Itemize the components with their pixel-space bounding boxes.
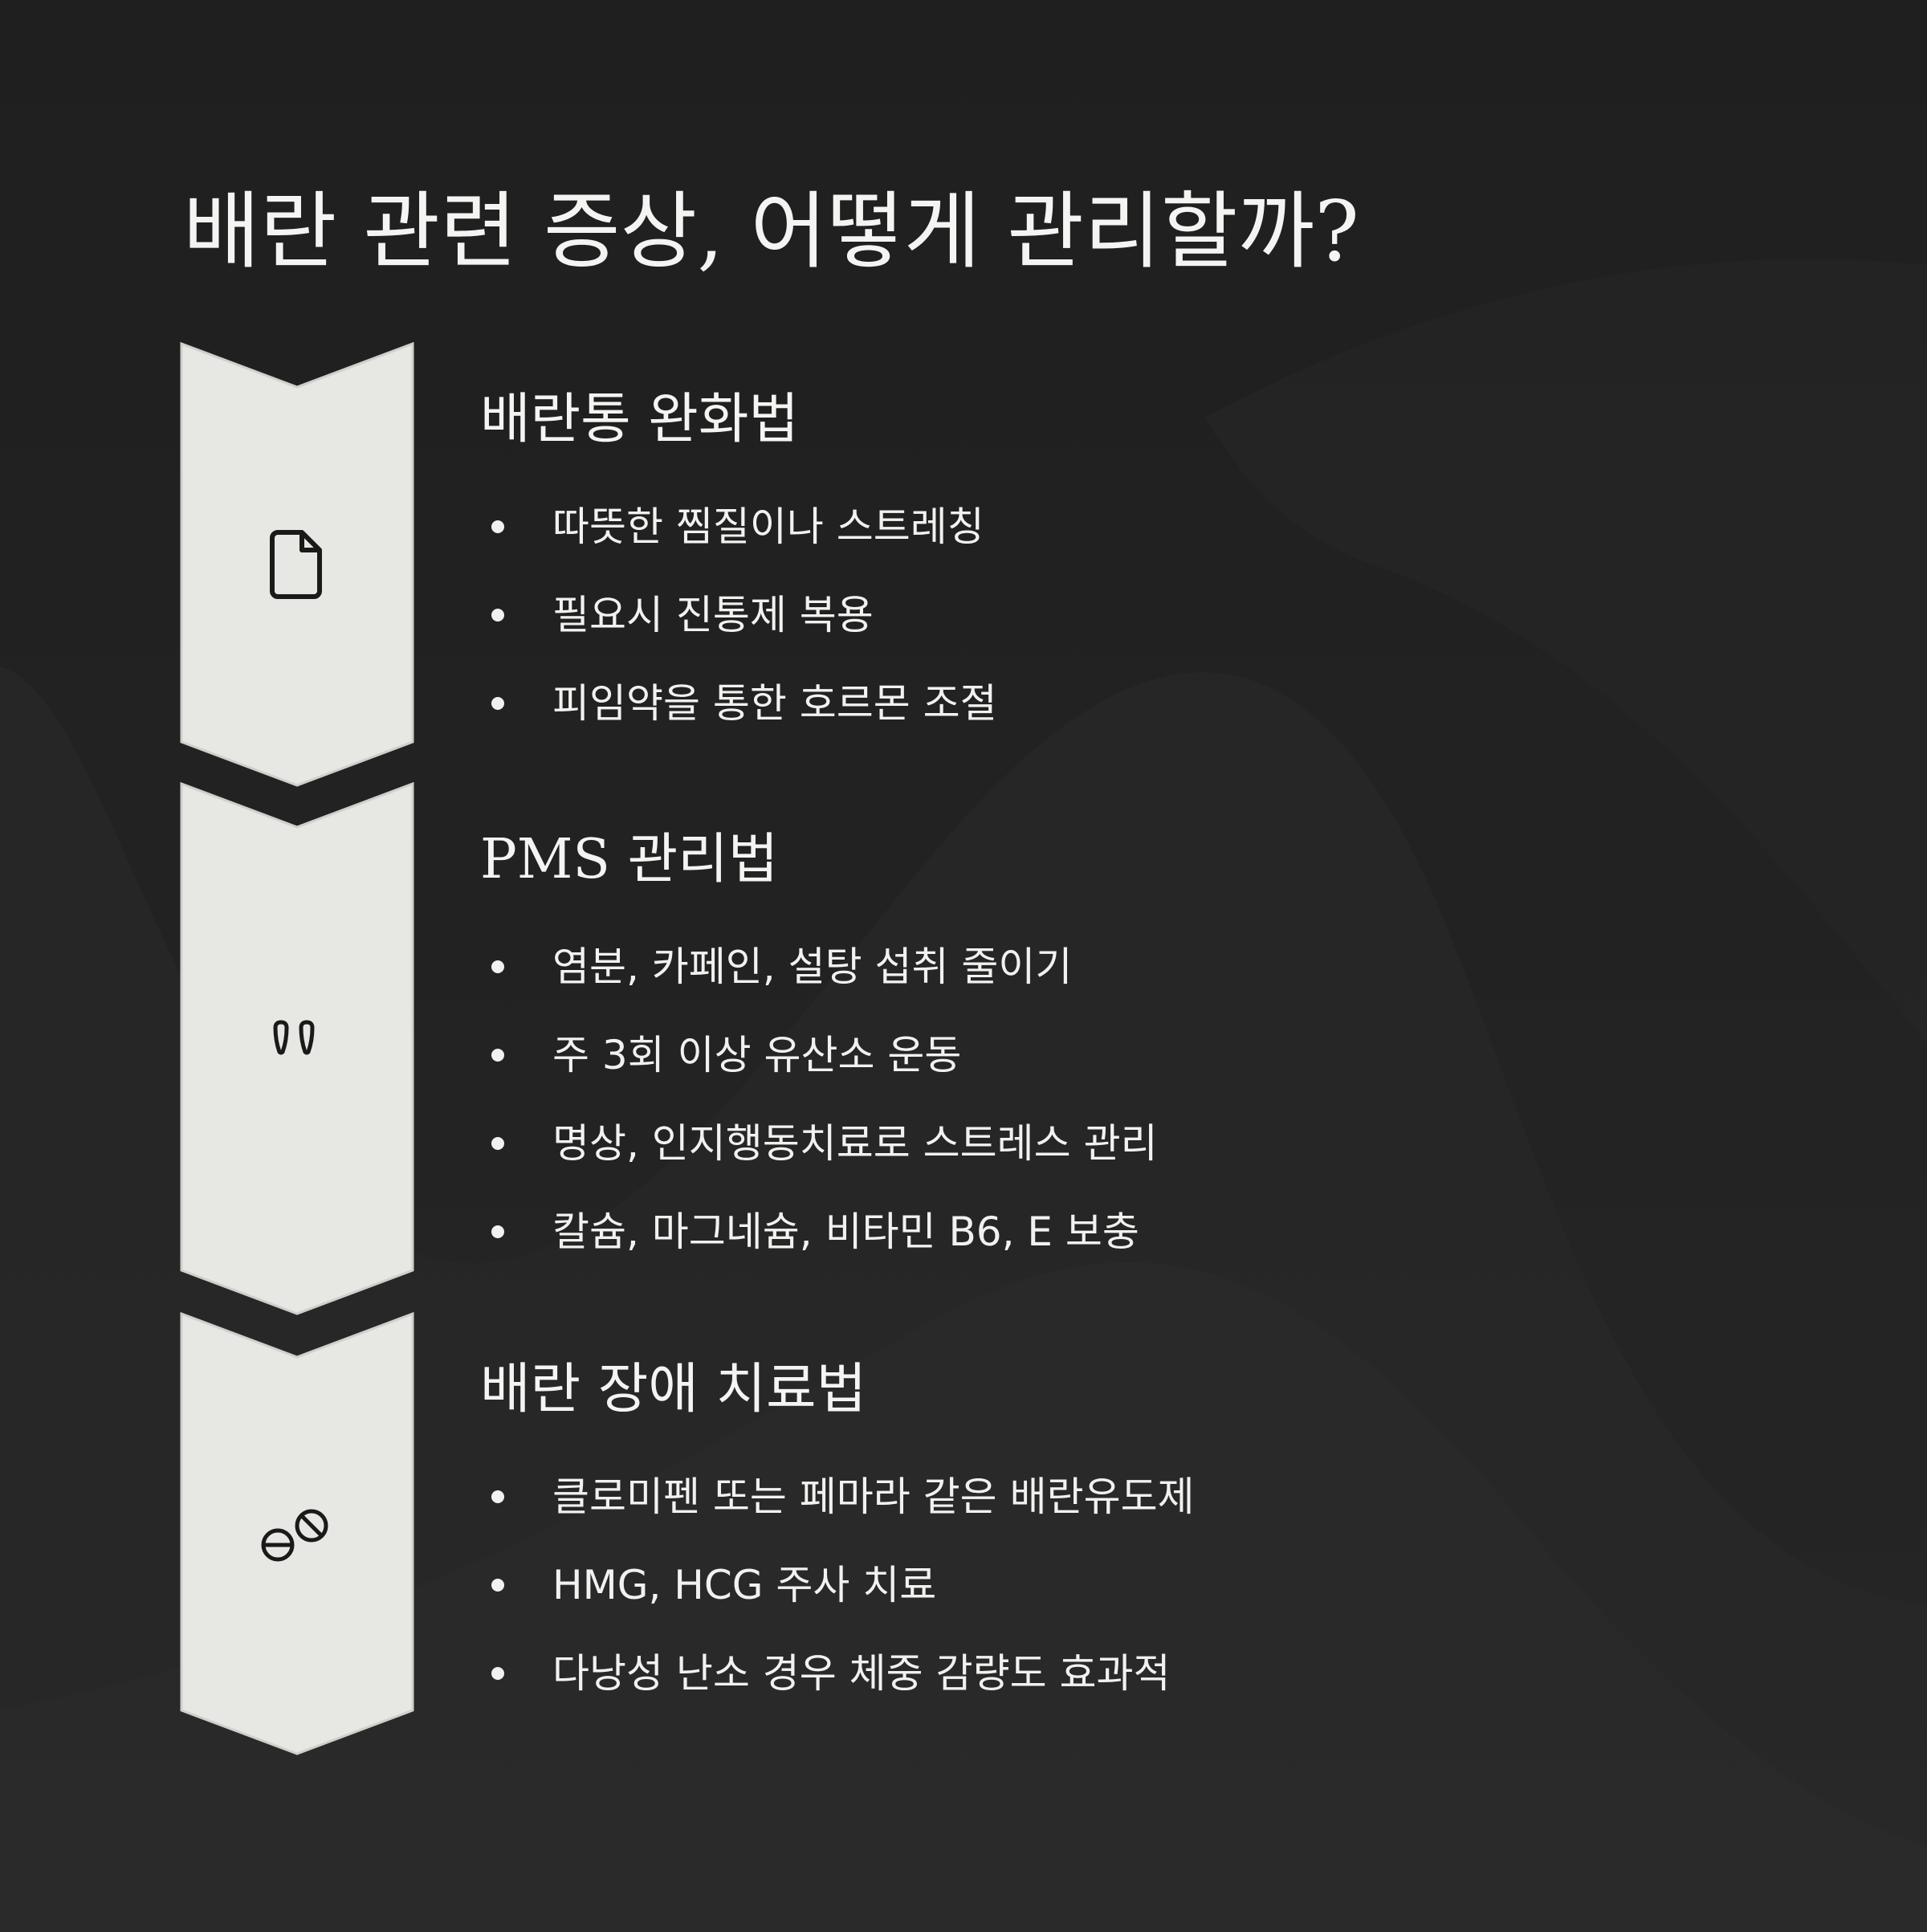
list-item-text: 명상, 인지행동치료로 스트레스 관리	[552, 1120, 1158, 1167]
list-item-text: 피임약을 통한 호르몬 조절	[552, 680, 997, 727]
list-item-text: 필요시 진통제 복용	[552, 592, 874, 638]
bullet-dot	[491, 1579, 504, 1592]
list-item: 칼슘, 마그네슘, 비타민 B6, E 보충	[480, 1188, 1845, 1276]
bullet-dot	[491, 1490, 504, 1503]
list-item: 피임약을 통한 호르몬 조절	[480, 659, 1845, 748]
step-pms: PMS 관리법 염분, 카페인, 설탕 섭취 줄이기 주 3회 이상 유산소 운…	[480, 824, 1845, 1276]
list-item-text: 따뜻한 찜질이나 스트레칭	[552, 503, 984, 550]
pills-icon	[261, 1509, 328, 1562]
bullet-dot	[491, 1137, 504, 1150]
bullet-dot	[491, 1667, 504, 1680]
list-item: 염분, 카페인, 설탕 섭취 줄이기	[480, 923, 1845, 1011]
list-item: 따뜻한 찜질이나 스트레칭	[480, 483, 1845, 571]
chevron-step-1	[180, 341, 414, 787]
list-item: 주 3회 이상 유산소 운동	[480, 1011, 1845, 1099]
page-title: 배란 관련 증상, 어떻게 관리할까?	[183, 182, 1359, 280]
document-icon	[270, 530, 322, 599]
list-item: 다낭성 난소 경우 체중 감량도 효과적	[480, 1629, 1845, 1718]
bullet-dot	[491, 960, 504, 973]
list-item: HMG, HCG 주사 치료	[480, 1541, 1845, 1629]
list-item-text: 다낭성 난소 경우 체중 감량도 효과적	[552, 1650, 1171, 1697]
bullet-list: 따뜻한 찜질이나 스트레칭 필요시 진통제 복용 피임약을 통한 호르몬 조절	[480, 483, 1845, 748]
step-title: PMS 관리법	[480, 828, 779, 891]
list-item-text: 클로미펜 또는 페마라 같은 배란유도제	[552, 1473, 1195, 1520]
bullet-dot	[491, 1049, 504, 1062]
list-item: 필요시 진통제 복용	[480, 571, 1845, 659]
quote-icon	[273, 1020, 315, 1055]
bullet-dot	[491, 1225, 504, 1238]
chevron-step-2	[180, 781, 414, 1315]
bullet-list: 염분, 카페인, 설탕 섭취 줄이기 주 3회 이상 유산소 운동 명상, 인지…	[480, 923, 1845, 1276]
step-title: 배란통 완화법	[480, 388, 799, 451]
list-item-text: 주 3회 이상 유산소 운동	[552, 1032, 962, 1078]
bullet-dot	[491, 609, 504, 622]
list-item-text: HMG, HCG 주사 치료	[552, 1562, 937, 1608]
step-ovulation-pain: 배란통 완화법 따뜻한 찜질이나 스트레칭 필요시 진통제 복용 피임약을 통한…	[480, 384, 1845, 748]
bullet-list: 클로미펜 또는 페마라 같은 배란유도제 HMG, HCG 주사 치료 다낭성 …	[480, 1453, 1845, 1718]
list-item-text: 칼슘, 마그네슘, 비타민 B6, E 보충	[552, 1209, 1139, 1255]
list-item-text: 염분, 카페인, 설탕 섭취 줄이기	[552, 944, 1073, 990]
chevron-step-3	[180, 1311, 414, 1755]
list-item: 명상, 인지행동치료로 스트레스 관리	[480, 1099, 1845, 1188]
step-title: 배란 장애 치료법	[480, 1358, 867, 1421]
list-item: 클로미펜 또는 페마라 같은 배란유도제	[480, 1453, 1845, 1541]
bullet-dot	[491, 520, 504, 533]
bullet-dot	[491, 697, 504, 710]
step-ovulation-disorder: 배란 장애 치료법 클로미펜 또는 페마라 같은 배란유도제 HMG, HCG …	[480, 1354, 1845, 1718]
